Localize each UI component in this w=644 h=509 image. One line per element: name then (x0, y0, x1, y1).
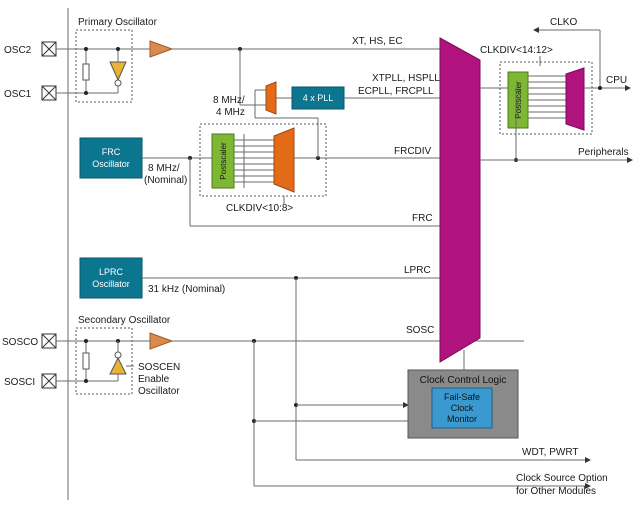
failsafe-label-2: Clock (451, 403, 474, 413)
sosc-label: SOSC (406, 325, 434, 336)
soscen-label-1: SOSCEN (138, 362, 180, 373)
frc-osc-label-2: Oscillator (92, 159, 130, 169)
frc-osc-label-1: FRC (102, 147, 121, 157)
frcdiv-mux-icon (273, 127, 295, 193)
secondary-amplifier-icon (149, 332, 174, 350)
postscaler-left-label: Postscaler (219, 142, 228, 180)
primary-inverter-icon (109, 61, 127, 82)
pin-osc2-label: OSC2 (4, 45, 32, 56)
failsafe-label-3: Monitor (447, 414, 477, 424)
mhz-8-4-label-2: 4 MHz (216, 107, 245, 118)
postscaler-right-lines (528, 75, 566, 119)
pin-sosci-icon (41, 373, 57, 389)
mhz-8-4-label-1: 8 MHz/ (213, 95, 245, 106)
postscaler-right-box (499, 61, 593, 135)
frc-label: FRC (412, 213, 433, 224)
secondary-oscillator-label: Secondary Oscillator (78, 315, 171, 326)
secondary-inverter-icon (109, 356, 127, 375)
clkdiv-14-12-label: CLKDIV<14:12> (480, 45, 553, 56)
lprc-osc-label-2: Oscillator (92, 279, 130, 289)
postscaler-left-lines (234, 134, 274, 188)
clko-label: CLKO (550, 17, 577, 28)
primary-oscillator-box (75, 29, 133, 103)
frc-oscillator-block (79, 137, 143, 179)
mhz-8-nominal-label-2: (Nominal) (144, 175, 187, 186)
primary-amplifier-icon (149, 40, 174, 58)
clock-control-logic-label: Clock Control Logic (420, 375, 507, 386)
pin-sosci-label: SOSCI (4, 377, 35, 388)
secondary-oscillator-box (75, 327, 133, 395)
primary-oscillator-label: Primary Oscillator (78, 17, 158, 28)
pin-osc1-icon (41, 85, 57, 101)
primary-resistor-icon (82, 63, 90, 81)
frcdiv-label: FRCDIV (394, 146, 432, 157)
failsafe-clock-monitor-block (431, 387, 493, 429)
clkdiv-10-8-label: CLKDIV<10:8> (226, 203, 293, 214)
clock-source-label-2: for Other Modules (516, 486, 596, 497)
pin-sosco-label: SOSCO (2, 337, 38, 348)
lprc-label: LPRC (404, 265, 431, 276)
secondary-resistor-icon (82, 352, 90, 370)
postscaler-right-label: Postscaler (514, 81, 523, 119)
xtpll-label-1: XTPLL, HSPLL, (372, 73, 443, 84)
khz-31-label: 31 kHz (Nominal) (148, 284, 225, 295)
lprc-oscillator-block (79, 257, 143, 299)
pin-osc1-label: OSC1 (4, 89, 32, 100)
lprc-osc-label-1: LPRC (99, 267, 124, 277)
soscen-label-2: Enable (138, 374, 170, 385)
pll-label: 4 x PLL (303, 93, 334, 103)
postscaler-left-block (211, 133, 235, 189)
clock-source-label-1: Clock Source Option (516, 473, 608, 484)
soscen-label-3: Oscillator (138, 386, 180, 397)
postscaler-left-box (199, 123, 327, 197)
wdt-pwrt-label: WDT, PWRT (522, 447, 578, 458)
xtpll-label-2: ECPLL, FRCPLL (358, 86, 434, 97)
pin-osc2-icon (41, 41, 57, 57)
main-clock-mux (439, 37, 481, 363)
failsafe-label-1: Fail-Safe (444, 392, 480, 402)
cpu-label: CPU (606, 75, 627, 86)
cpu-mux-icon (565, 67, 585, 131)
peripherals-label: Peripherals (578, 147, 629, 158)
pll-input-mux-icon (265, 81, 277, 115)
mhz-8-nominal-label-1: 8 MHz/ (148, 163, 180, 174)
pin-sosco-icon (41, 333, 57, 349)
xt-hs-ec-label: XT, HS, EC (352, 36, 403, 47)
